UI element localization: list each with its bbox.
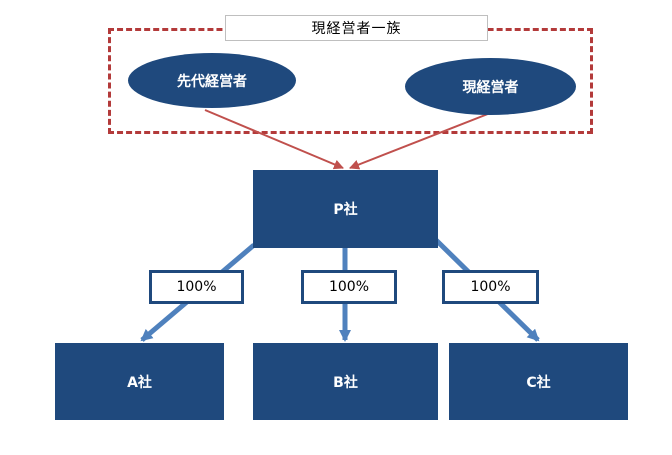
company-p-node: P社 <box>253 170 438 248</box>
company-a-label: A社 <box>127 374 152 391</box>
company-c-label: C社 <box>526 374 551 391</box>
arrow-curr-to-p <box>349 109 499 170</box>
previous-manager-node: 先代経営者 <box>128 53 296 108</box>
previous-manager-label: 先代経営者 <box>177 73 247 90</box>
family-group-title: 現経営者一族 <box>225 15 488 41</box>
current-manager-node: 現経営者 <box>405 58 576 115</box>
arrow-prev-to-p <box>204 109 344 170</box>
ownership-b-label: 100% <box>301 270 397 304</box>
company-b-label: B社 <box>333 374 358 391</box>
ownership-c-label: 100% <box>442 270 539 304</box>
ownership-a-label: 100% <box>149 270 244 304</box>
company-p-label: P社 <box>333 202 358 218</box>
company-b-node: B社 <box>253 343 438 420</box>
company-a-node: A社 <box>55 343 224 420</box>
company-c-node: C社 <box>449 343 628 420</box>
current-manager-label: 現経営者 <box>462 79 519 96</box>
